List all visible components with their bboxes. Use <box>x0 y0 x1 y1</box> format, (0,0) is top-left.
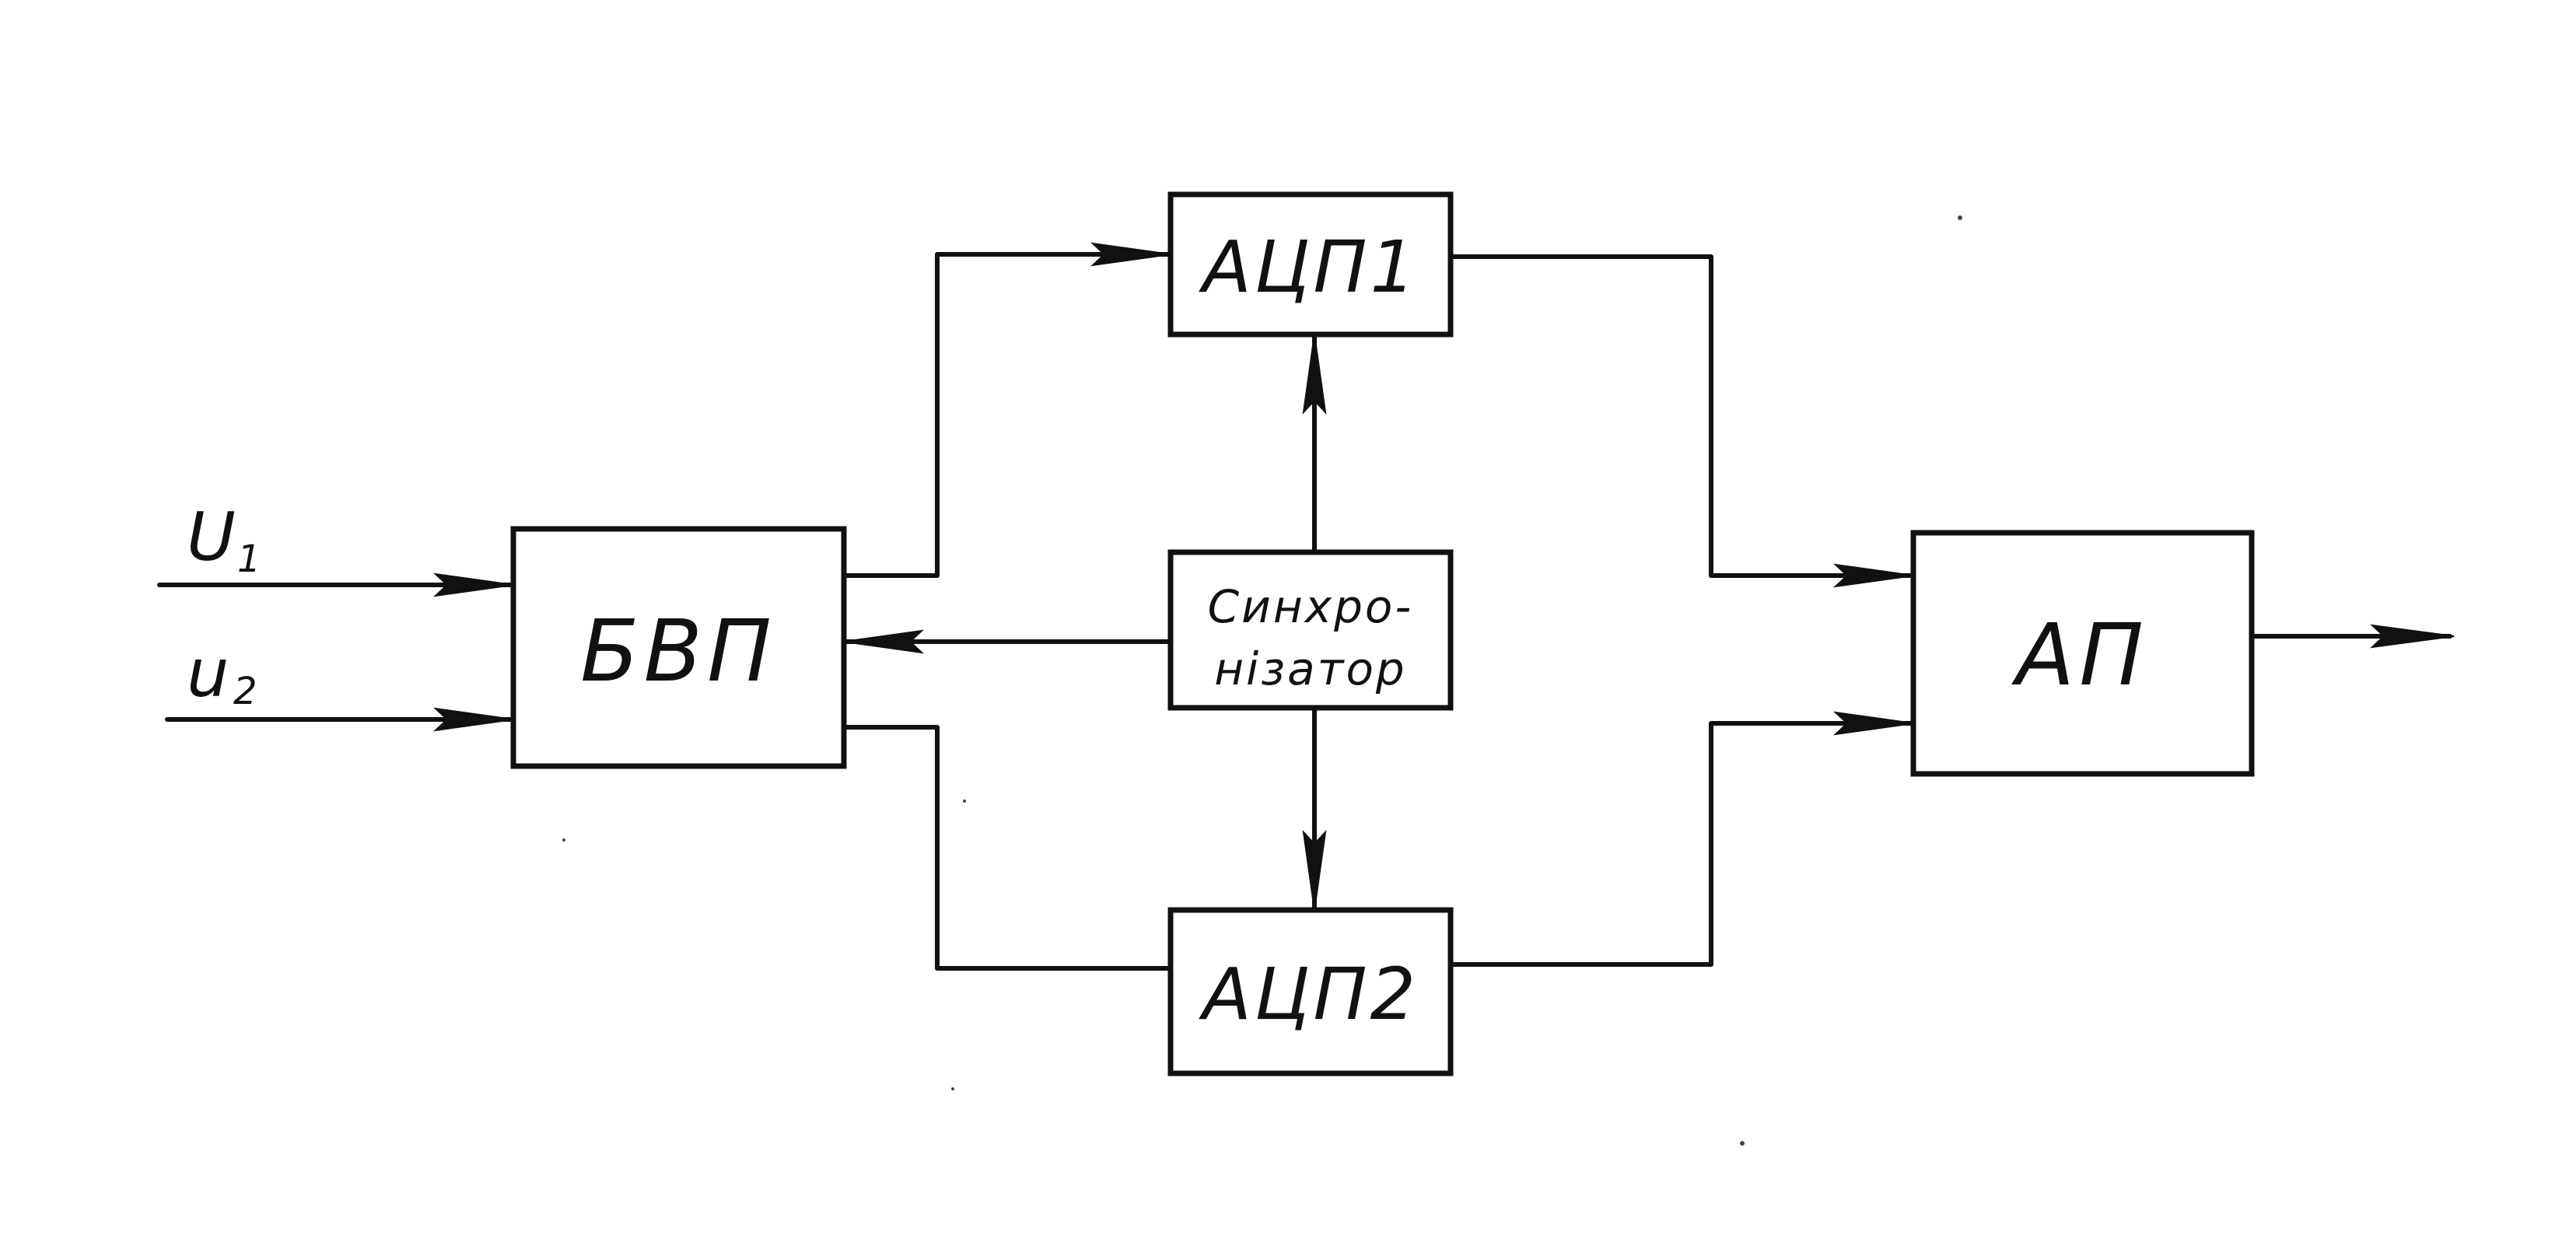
scan-speck <box>963 800 966 803</box>
block-synchronizer-frame <box>1167 549 1454 711</box>
scan-speck <box>1958 215 1962 220</box>
block-ap-label: АП <box>2011 605 2148 705</box>
block-synchronizer-label-line2: нізатор <box>1214 642 1407 695</box>
wire-adc2-to-ap <box>1448 721 1916 967</box>
wire-adc1-to-ap <box>1448 254 1916 578</box>
block-synchronizer-label-line1: Синхро- <box>1208 580 1414 633</box>
block-adc1: АЦП1 <box>1167 191 1454 338</box>
arrowhead-sync-to-adc1 <box>1302 334 1327 415</box>
input-u1-label: U 1 <box>187 499 261 581</box>
block-adc1-frame <box>1167 191 1454 338</box>
arrowhead-ap-output <box>2370 624 2455 649</box>
block-bvp-frame <box>510 526 847 769</box>
block-synchronizer: Синхро- нізатор <box>1167 549 1454 711</box>
input-u1-subscript: 1 <box>237 537 261 581</box>
arrowhead-adc1-to-ap <box>1833 563 1914 588</box>
arrowhead-input-u1 <box>433 572 514 597</box>
arrowhead-sync-to-adc2 <box>1302 830 1327 911</box>
block-bvp: БВП <box>510 526 847 769</box>
scan-speck <box>1740 1141 1745 1146</box>
input-u2-subscript: 2 <box>233 670 257 713</box>
input-u2-label: u 2 <box>187 635 257 713</box>
arrowhead-input-u2 <box>433 707 514 732</box>
block-adc2: АЦП2 <box>1167 907 1454 1076</box>
block-bvp-label: БВП <box>580 601 776 701</box>
block-ap: АП <box>1910 530 2255 777</box>
input-u1-letter: U <box>187 499 236 576</box>
arrowhead-bvp-to-adc1 <box>1090 242 1171 267</box>
arrowhead-sync-to-bvp <box>843 629 924 654</box>
scan-speck <box>951 1087 954 1090</box>
input-u2-letter: u <box>187 635 229 712</box>
block-adc2-frame <box>1167 907 1454 1076</box>
wire-bvp-to-adc1 <box>842 252 1173 578</box>
block-adc1-label: АЦП1 <box>1199 226 1419 309</box>
block-adc2-label: АЦП2 <box>1199 953 1419 1036</box>
block-ap-frame <box>1910 530 2255 777</box>
scan-speck <box>562 838 565 842</box>
wire-bvp-to-adc2 <box>842 725 1173 971</box>
arrowhead-adc2-to-ap <box>1833 711 1914 736</box>
